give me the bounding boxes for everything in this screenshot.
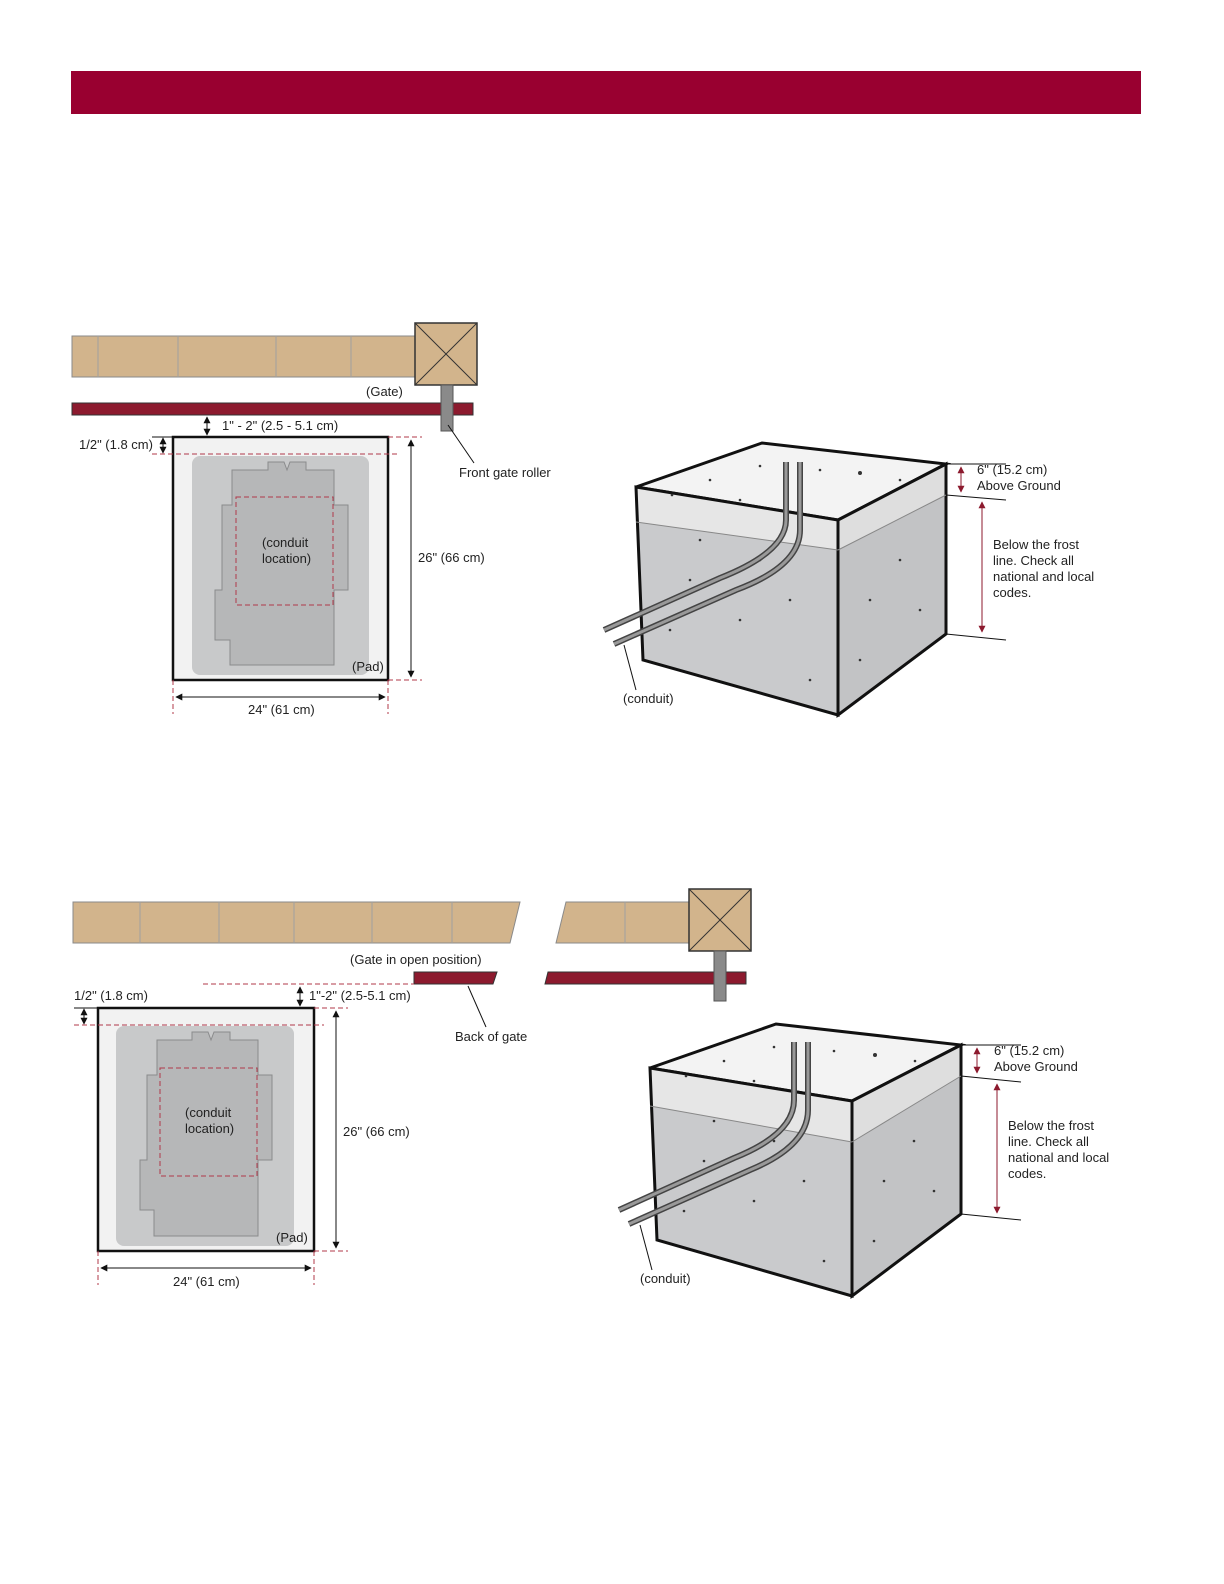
pad-label: (Pad) <box>276 1230 308 1245</box>
below-frost-line2: line. Check all <box>1008 1134 1089 1149</box>
pad-3d-bottom: 6" (15.2 cm) Above Ground Below the fros… <box>617 1022 1109 1300</box>
below-frost-line4: codes. <box>993 585 1031 600</box>
depth-label: 26" (66 cm) <box>343 1124 410 1139</box>
below-frost-line3: national and local <box>1008 1150 1109 1165</box>
header-bar <box>71 71 1141 114</box>
back-of-gate-label: Back of gate <box>455 1029 527 1044</box>
conduit-location-line2: location) <box>185 1121 234 1136</box>
below-frost-line2: line. Check all <box>993 553 1074 568</box>
below-frost-line3: national and local <box>993 569 1094 584</box>
above-ground-line2: Above Ground <box>994 1059 1078 1074</box>
gate-bar-left <box>413 971 498 985</box>
gate-post <box>414 322 478 432</box>
conduit-location-line2: location) <box>262 551 311 566</box>
conduit-location-line1: (conduit <box>185 1105 232 1120</box>
below-frost-line4: codes. <box>1008 1166 1046 1181</box>
below-frost-line1: Below the frost <box>1008 1118 1094 1133</box>
gap-label: 1" - 2" (2.5 - 5.1 cm) <box>222 418 338 433</box>
conduit-location-line1: (conduit <box>262 535 309 550</box>
plan-view-closed-gate: (Gate) 1" - 2" (2.5 - 5.1 cm) (conduit l… <box>71 322 551 717</box>
plan-view-open-gate: (Gate in open position) 1"-2" (2.5-5.1 c… <box>72 888 752 1289</box>
concrete-pad <box>171 435 390 682</box>
gate-open-label: (Gate in open position) <box>350 952 482 967</box>
gap-label: 1"-2" (2.5-5.1 cm) <box>309 988 411 1003</box>
above-ground-line2: Above Ground <box>977 478 1061 493</box>
above-ground-line1: 6" (15.2 cm) <box>994 1043 1064 1058</box>
width-label: 24" (61 cm) <box>248 702 315 717</box>
gate-bar-right <box>544 971 747 985</box>
setback-label: 1/2" (1.8 cm) <box>74 988 148 1003</box>
pad-label: (Pad) <box>352 659 384 674</box>
width-label: 24" (61 cm) <box>173 1274 240 1289</box>
gate-bar <box>71 402 474 416</box>
setback-label: 1/2" (1.8 cm) <box>79 437 153 452</box>
conduit-label: (conduit) <box>623 691 674 706</box>
conduit-label: (conduit) <box>640 1271 691 1286</box>
fence <box>72 901 691 944</box>
depth-label: 26" (66 cm) <box>418 550 485 565</box>
concrete-pad <box>96 1006 316 1253</box>
roller-label: Front gate roller <box>459 465 551 480</box>
gate-label: (Gate) <box>366 384 403 399</box>
below-frost-line1: Below the frost <box>993 537 1079 552</box>
fence <box>71 335 417 378</box>
above-ground-line1: 6" (15.2 cm) <box>977 462 1047 477</box>
pad-3d-top: 6" (15.2 cm) Above Ground Below the fros… <box>602 441 1094 718</box>
